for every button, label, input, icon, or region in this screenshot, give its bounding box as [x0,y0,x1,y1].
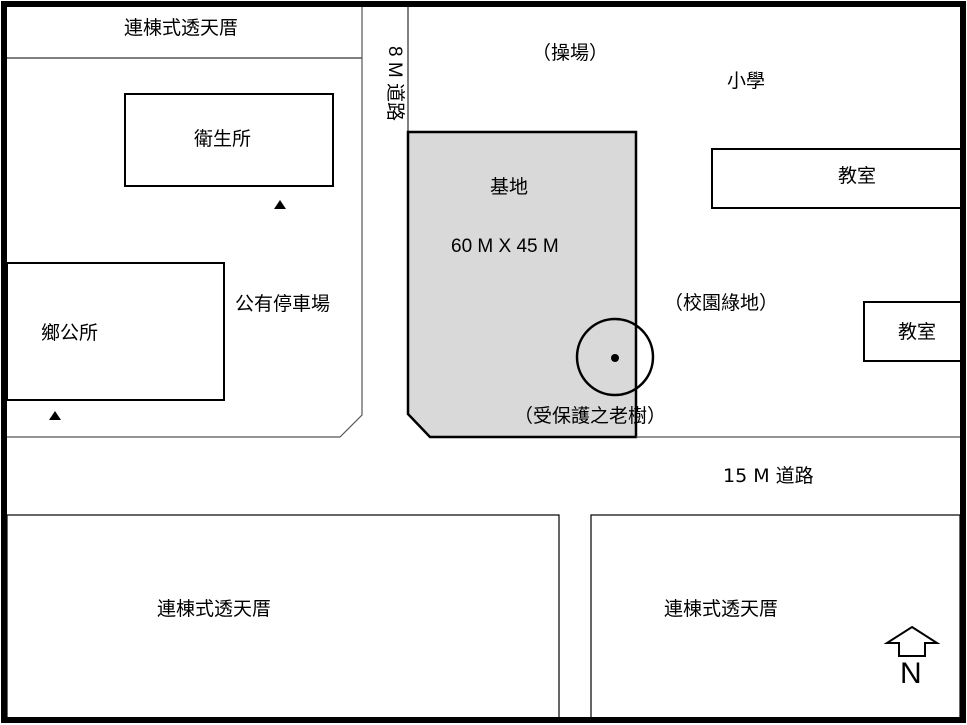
classroom-1-label: 教室 [838,165,877,187]
road-8m-label: 8 M 道路 [384,46,405,121]
site-label: 基地 [490,176,529,198]
public-parking-label: 公有停車場 [235,293,331,315]
health-center-building [124,93,334,187]
left-block-boundary [7,7,363,438]
row-house-block-bottom-right [590,514,961,719]
classroom-building-2 [863,301,963,362]
township-office-building [6,262,225,401]
playground-label: （操場） [532,42,609,64]
triangle-up-icon [49,411,61,420]
triangle-up-icon [274,200,286,209]
site-size-label: 60 M X 45 M [451,236,559,257]
tree-canopy-icon [575,317,655,397]
north-label: N [900,657,922,690]
row-house-bottom-right-label: 連棟式透天厝 [664,598,779,620]
classroom-building-1 [711,148,963,209]
row-house-top-label: 連棟式透天厝 [124,17,239,39]
row-house-block-bottom-left [6,514,560,719]
health-center-label: 衛生所 [194,128,252,150]
site-parcel [406,130,638,439]
campus-green-label: （校園綠地） [664,292,779,314]
road-15m-label: 15 M 道路 [723,465,814,487]
township-office-label: 鄉公所 [41,322,99,344]
classroom-2-label: 教室 [898,321,937,343]
north-arrow-icon [883,625,941,657]
row-house-bottom-left-label: 連棟式透天厝 [157,598,272,620]
tree-trunk-icon [611,354,619,362]
protected-tree-label: （受保護之老樹） [514,405,667,427]
elementary-school-label: 小學 [727,70,766,92]
